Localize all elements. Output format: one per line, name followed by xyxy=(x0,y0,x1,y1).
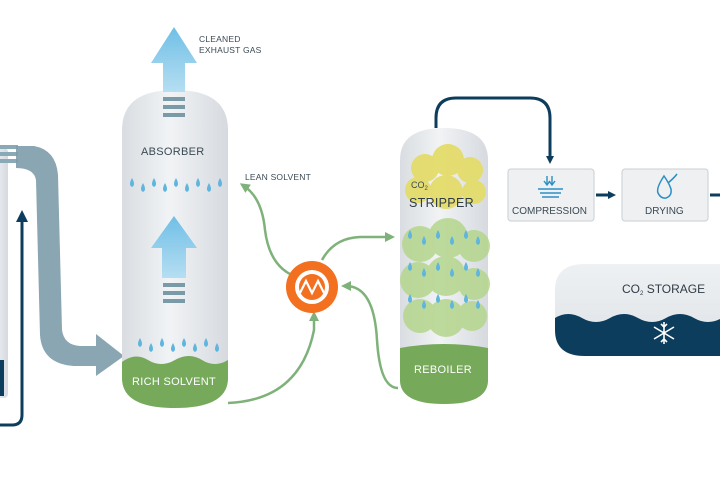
reboiler-label: REBOILER xyxy=(414,364,473,376)
snowflake-icon xyxy=(653,322,675,344)
lean-solvent-line xyxy=(239,183,301,280)
reboiler-return-line xyxy=(341,281,399,390)
flue-gas-column xyxy=(0,145,18,398)
absorber-droplets-top xyxy=(130,178,222,192)
flue-gas-arrow xyxy=(16,146,124,376)
cleaned-exhaust-arrow xyxy=(151,27,197,117)
rich-to-stripper-line xyxy=(320,232,395,261)
storage-co2-text: CO xyxy=(622,282,640,296)
absorber-droplets-bottom xyxy=(138,338,219,352)
rich-solvent-label: RICH SOLVENT xyxy=(132,376,217,388)
storage-co2-subscript: 2 xyxy=(640,291,644,297)
co2-stripper-label: CO2 xyxy=(411,180,428,192)
cleaned-exhaust-label: CLEANED EXHAUST GAS xyxy=(199,34,262,56)
co2-storage-tank xyxy=(555,264,720,356)
drying-box xyxy=(621,168,709,222)
heat-exchanger-icon xyxy=(286,261,338,313)
stripper-droplets xyxy=(408,230,480,309)
compression-box xyxy=(507,168,595,222)
rich-solvent-line xyxy=(227,311,319,405)
co2-storage-label: CO2 STORAGE xyxy=(622,282,705,297)
co2-to-compression-line xyxy=(434,96,554,164)
stripper-label: STRIPPER xyxy=(409,196,474,210)
stripper-tank xyxy=(400,128,490,404)
co2-text: CO xyxy=(411,180,425,190)
compression-label: COMPRESSION xyxy=(512,206,588,217)
storage-word: STORAGE xyxy=(646,282,706,296)
absorber-gas-arrow xyxy=(151,216,197,303)
compression-icon xyxy=(538,176,563,198)
lean-solvent-label: LEAN SOLVENT xyxy=(245,172,312,182)
drying-label: DRYING xyxy=(645,206,684,217)
left-return-arrowhead xyxy=(16,210,28,222)
absorber-label: ABSORBER xyxy=(141,146,205,158)
cleaned-exhaust-line2: EXHAUST GAS xyxy=(199,45,262,55)
co2-subscript: 2 xyxy=(424,186,428,192)
drying-icon xyxy=(656,173,678,199)
cleaned-exhaust-line1: CLEANED xyxy=(199,34,241,44)
left-return-line xyxy=(0,218,24,427)
